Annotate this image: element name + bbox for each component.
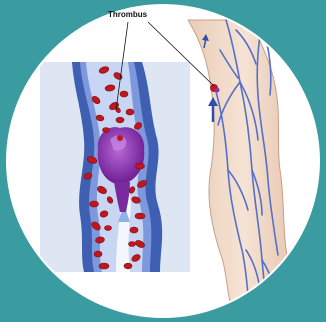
thrombus-label: Thrombus xyxy=(108,10,147,19)
leg-clot-marker-core xyxy=(215,88,220,93)
vein-cross-section xyxy=(72,62,162,272)
